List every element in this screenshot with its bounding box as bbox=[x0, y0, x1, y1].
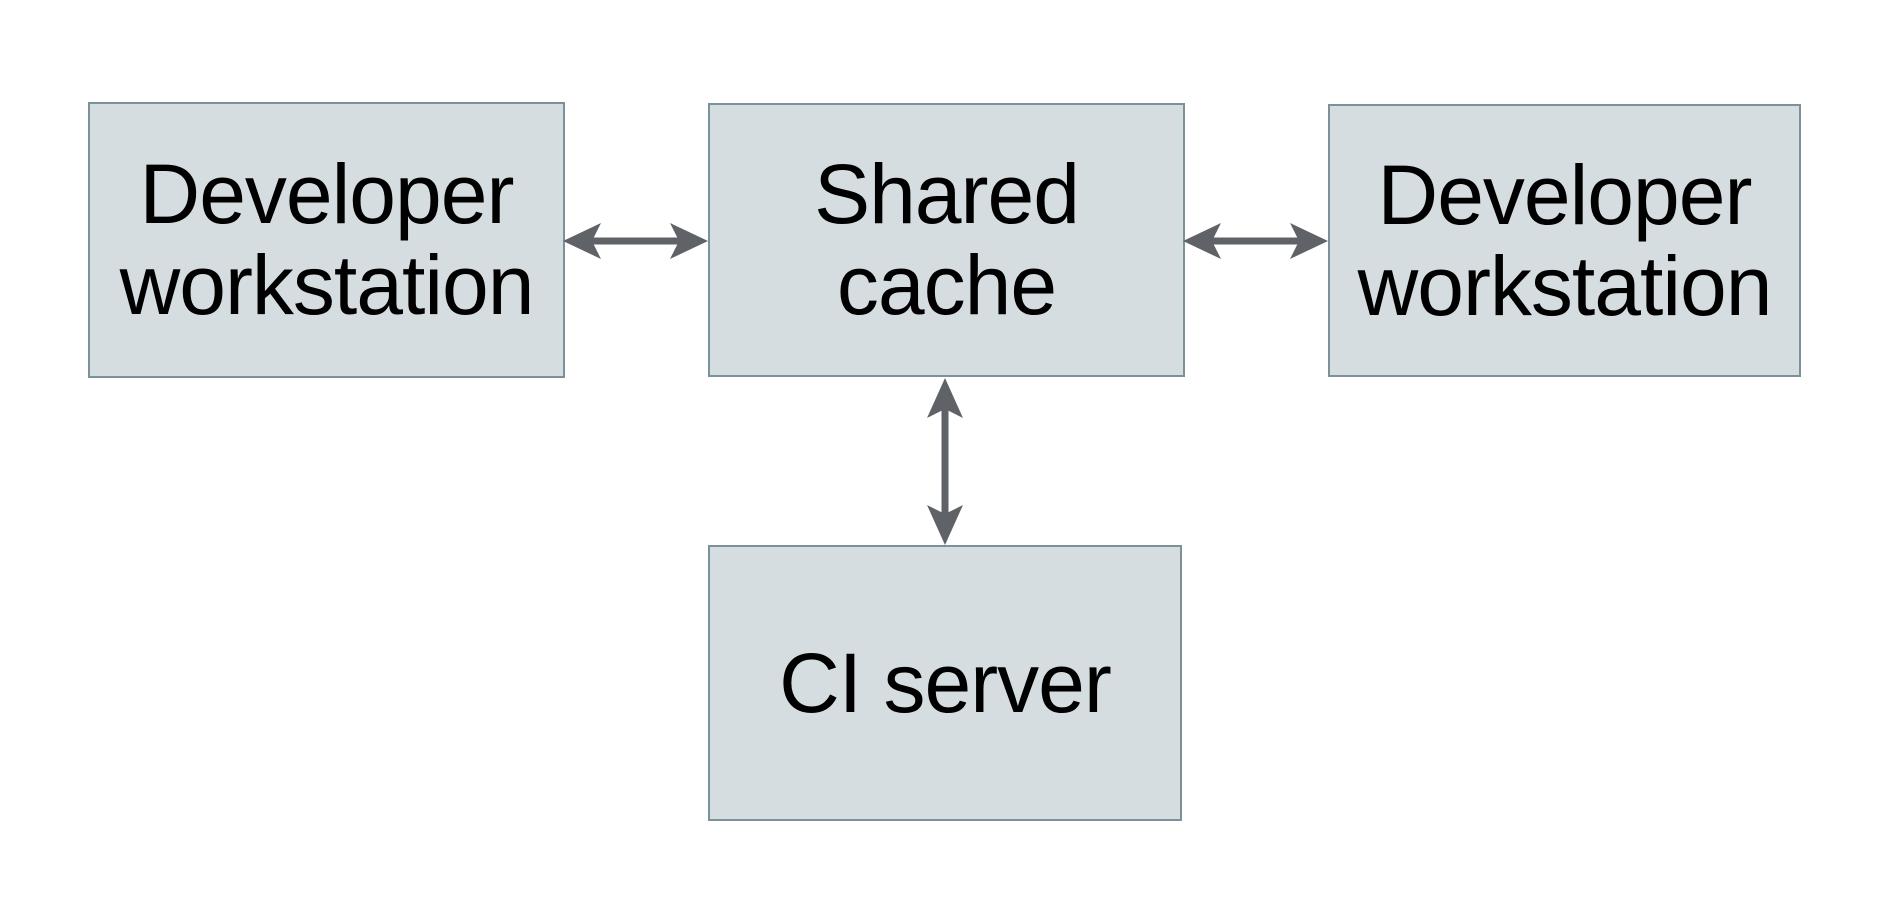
node-label-line: Shared bbox=[814, 147, 1080, 242]
node-developer-workstation-right: Developer workstation bbox=[1328, 104, 1801, 377]
node-shared-cache: Shared cache bbox=[708, 103, 1185, 377]
node-label-line: cache bbox=[836, 238, 1057, 332]
node-label-line: Developer bbox=[139, 147, 515, 242]
node-developer-workstation-left: Developer workstation bbox=[88, 102, 565, 378]
node-label-line: CI server bbox=[779, 635, 1112, 730]
bidirectional-arrow-cache-devright bbox=[1183, 222, 1328, 260]
node-ci-server: CI server bbox=[708, 545, 1182, 821]
bidirectional-arrow-devleft-cache bbox=[563, 222, 708, 260]
node-label-line: workstation bbox=[119, 238, 535, 332]
bidirectional-arrow-cache-ciserver bbox=[926, 378, 964, 545]
node-label-line: workstation bbox=[1357, 238, 1773, 333]
node-label-line: Developer bbox=[1377, 147, 1753, 242]
